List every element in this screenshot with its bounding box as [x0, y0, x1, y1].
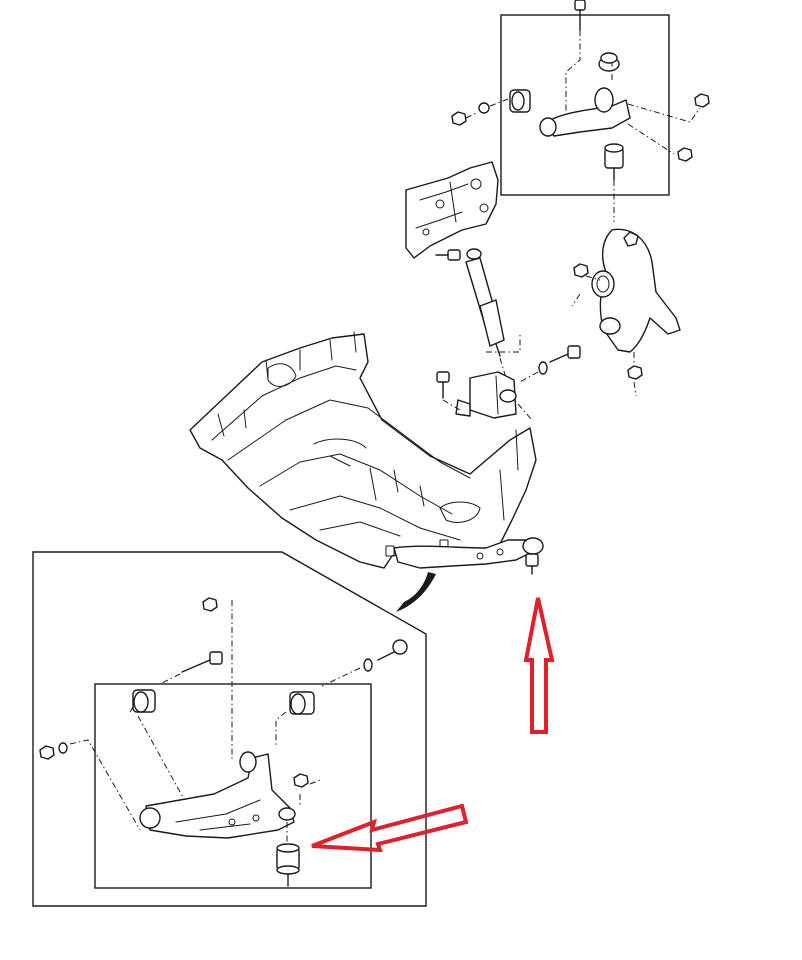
lower-arm-rear-bolt	[321, 639, 408, 687]
lower-arm-front-bolt	[159, 651, 223, 685]
upper-ball-joint	[604, 143, 624, 222]
lower-arm-outer-frame	[32, 551, 427, 907]
red-arrow-vertical	[523, 597, 555, 734]
red-arrow-diagonal	[311, 803, 469, 853]
frame-mounting-bracket	[405, 161, 499, 261]
upper-arm-detail-frame	[500, 14, 670, 196]
shock-absorber	[465, 248, 521, 379]
lower-control-arm-detail-group	[32, 551, 427, 907]
steering-knuckle	[571, 228, 681, 397]
upper-arm-pivot-bushing	[539, 117, 557, 137]
detail-pointer-arrow	[396, 572, 436, 612]
upper-arm-long-bolt	[565, 0, 586, 120]
lower-control-arm	[145, 753, 295, 839]
lower-ball-joint	[276, 807, 300, 887]
crossmember-bracket	[436, 345, 581, 421]
lower-arm-front-bushing	[129, 689, 191, 811]
lower-arm-inner-frame	[94, 683, 372, 889]
front-subframe	[189, 331, 537, 569]
lower-control-arm-installed	[393, 537, 544, 575]
upper-control-arm	[543, 99, 631, 137]
upper-arm-front-bushing	[451, 89, 531, 126]
lower-arm-rear-bushing	[275, 691, 315, 746]
upper-control-arm-detail-group	[451, 0, 710, 222]
